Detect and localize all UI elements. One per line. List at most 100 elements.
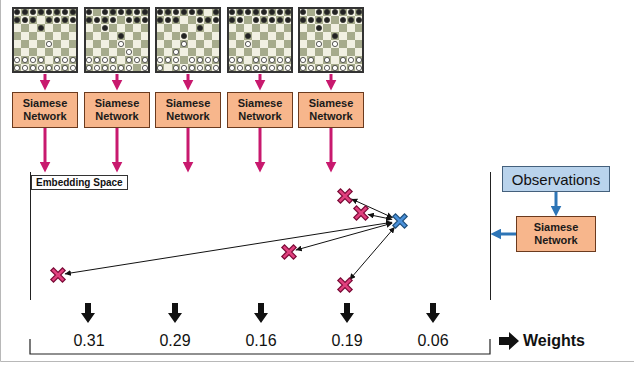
chess-piece — [197, 65, 202, 70]
reference-point — [341, 192, 350, 201]
chess-piece — [165, 17, 170, 22]
weight-arrows — [81, 303, 519, 350]
siamese-network-box: Siamese Network — [227, 92, 293, 128]
chess-piece — [324, 57, 329, 62]
chess-piece — [62, 57, 67, 62]
chess-piece — [173, 49, 178, 54]
siamese-network-box: Siamese Network — [298, 92, 364, 128]
chess-piece — [30, 17, 35, 22]
chess-piece — [157, 65, 162, 70]
chess-piece — [118, 33, 123, 38]
chess-piece — [110, 17, 115, 22]
input-arrow — [187, 74, 190, 84]
reference-point — [285, 248, 294, 257]
chess-piece — [324, 17, 329, 22]
chess-piece — [245, 41, 250, 46]
chess-piece — [285, 17, 290, 22]
chess-piece — [316, 9, 321, 14]
chess-piece — [253, 17, 258, 22]
chess-piece — [14, 57, 19, 62]
chess-piece — [285, 9, 290, 14]
chess-piece — [54, 17, 59, 22]
chess-piece — [316, 17, 321, 22]
chess-piece — [86, 57, 91, 62]
chess-piece — [356, 57, 361, 62]
siamese-network-box: Siamese Network — [84, 92, 150, 128]
chess-piece — [54, 57, 59, 62]
observations-box: Observations — [502, 166, 610, 192]
chess-piece — [213, 17, 218, 22]
connector-arrow — [497, 233, 516, 236]
chess-piece — [54, 9, 59, 14]
chess-piece — [261, 9, 266, 14]
chess-piece — [277, 65, 282, 70]
siamese-network-box: Siamese Network — [155, 92, 221, 128]
chess-piece — [38, 9, 43, 14]
reference-point — [54, 271, 63, 280]
chess-piece — [237, 65, 242, 70]
node-label: Siamese Network — [88, 97, 146, 123]
board-squares — [85, 8, 149, 72]
chess-piece — [30, 9, 35, 14]
chess-piece — [110, 9, 115, 14]
reference-point — [357, 209, 366, 218]
chess-piece — [261, 57, 266, 62]
node-label: Siamese Network — [302, 97, 360, 123]
chess-piece — [70, 57, 75, 62]
chess-piece — [46, 17, 51, 22]
node-label: Observations — [512, 171, 600, 188]
chess-piece — [285, 65, 290, 70]
weight-value: 0.31 — [73, 333, 104, 349]
board-squares — [228, 8, 292, 72]
chess-piece — [94, 17, 99, 22]
chess-piece — [300, 9, 305, 14]
node-label: Embedding Space — [31, 175, 128, 190]
chess-piece — [205, 57, 210, 62]
weight-value: 0.29 — [159, 333, 190, 349]
chess-piece — [118, 9, 123, 14]
chess-piece — [308, 57, 313, 62]
embedding-points — [54, 192, 405, 290]
chess-piece — [30, 65, 35, 70]
input-arrow — [44, 74, 47, 84]
chess-piece — [46, 9, 51, 14]
chess-piece — [126, 9, 131, 14]
chess-piece — [22, 57, 27, 62]
chess-piece — [356, 9, 361, 14]
chess-piece — [189, 57, 194, 62]
chess-piece — [126, 57, 131, 62]
chess-piece — [22, 17, 27, 22]
chess-piece — [229, 65, 234, 70]
chess-piece — [142, 57, 147, 62]
chess-piece — [102, 17, 107, 22]
chess-piece — [340, 57, 345, 62]
input-arrow — [330, 74, 333, 84]
chess-piece — [46, 65, 51, 70]
chess-piece — [229, 17, 234, 22]
weight-value: 0.16 — [245, 333, 276, 349]
axis-label: Weights — [523, 333, 585, 349]
connector-arrow — [187, 128, 190, 166]
chess-piece — [348, 9, 353, 14]
chess-piece — [134, 57, 139, 62]
chess-piece — [253, 57, 258, 62]
chess-piece — [237, 17, 242, 22]
chess-piece — [332, 9, 337, 14]
chess-piece — [324, 65, 329, 70]
node-label: Siamese Network — [520, 221, 592, 247]
connector-arrow — [259, 128, 262, 166]
connector-arrow — [555, 192, 558, 210]
chess-board — [299, 8, 363, 72]
chess-piece — [340, 17, 345, 22]
node-label: Siamese Network — [159, 97, 217, 123]
weight-value: 0.19 — [331, 333, 362, 349]
chess-piece — [70, 17, 75, 22]
distance-line — [368, 214, 392, 219]
chess-piece — [245, 9, 250, 14]
chess-piece — [165, 57, 170, 62]
chess-piece — [102, 57, 107, 62]
chess-piece — [269, 9, 274, 14]
chess-piece — [356, 65, 361, 70]
